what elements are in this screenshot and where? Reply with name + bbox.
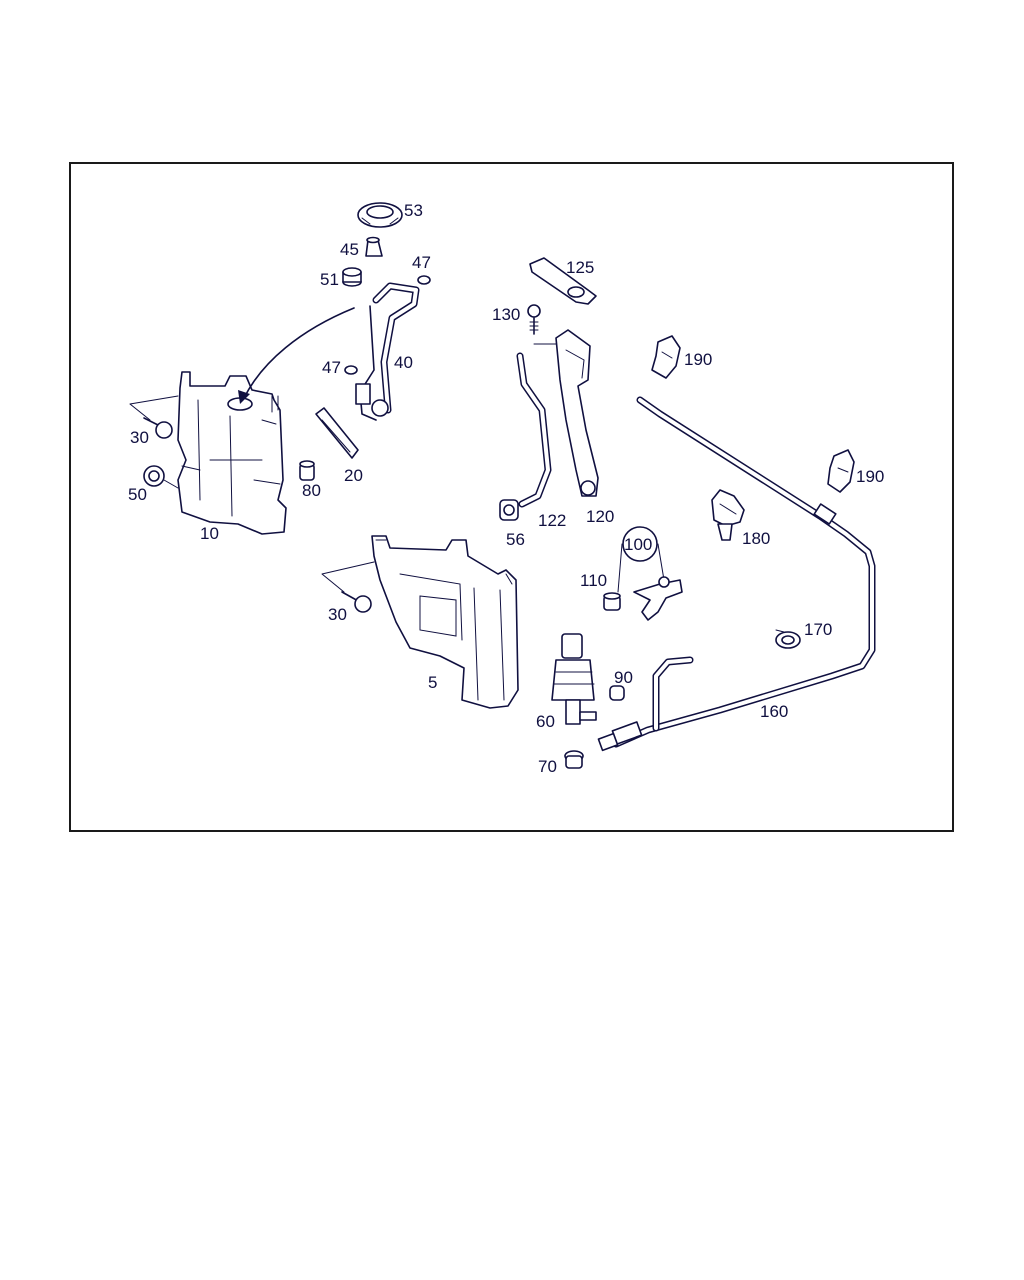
callout-90: 90 (614, 668, 633, 687)
callout-70: 70 (538, 757, 557, 776)
grommet-50[interactable] (143, 465, 179, 489)
hose-160[interactable] (597, 396, 876, 752)
lower-tank-5[interactable] (371, 535, 519, 709)
callout-45: 45 (340, 240, 359, 259)
callout-190-lower: 190 (856, 467, 884, 486)
filler-pipe-40[interactable] (355, 282, 420, 421)
oring-47-lower[interactable] (344, 365, 358, 375)
bracket-20[interactable] (315, 407, 359, 459)
callout-10: 10 (200, 524, 219, 543)
clip-180[interactable] (711, 489, 745, 541)
plug-80[interactable] (299, 460, 315, 481)
callout-30-lower: 30 (328, 605, 347, 624)
screw-30-upper[interactable] (129, 395, 179, 439)
callout-50: 50 (128, 485, 147, 504)
seal-45[interactable] (365, 236, 383, 257)
oring-47-upper[interactable] (417, 275, 431, 285)
callout-122: 122 (538, 511, 566, 530)
clip-190-lower[interactable] (827, 449, 855, 493)
callout-47-upper: 47 (412, 253, 431, 272)
nozzle-assembly[interactable] (633, 576, 683, 621)
callout-80: 80 (302, 481, 321, 500)
grommet-51[interactable] (342, 267, 362, 287)
reservoir-tank[interactable] (177, 371, 287, 535)
callout-170: 170 (804, 620, 832, 639)
valve-110[interactable] (603, 592, 621, 611)
callout-51: 51 (320, 270, 339, 289)
screw-30-lower[interactable] (321, 561, 375, 613)
neck-120[interactable] (555, 329, 599, 497)
filler-arrow (243, 307, 355, 399)
grommet-56[interactable] (499, 499, 519, 521)
callout-110: 110 (580, 571, 607, 590)
filler-cap-53[interactable] (357, 202, 403, 228)
hose-122[interactable] (516, 352, 552, 508)
callout-130: 130 (492, 305, 520, 324)
callout-190-upper: 190 (684, 350, 712, 369)
callout-56: 56 (506, 530, 525, 549)
callout-60: 60 (536, 712, 555, 731)
cover-125[interactable] (529, 257, 597, 305)
pump-60[interactable] (551, 633, 597, 725)
callout-125: 125 (566, 258, 594, 277)
group-100[interactable] (617, 526, 665, 593)
clip-190-upper[interactable] (651, 335, 681, 379)
clamp-170[interactable] (775, 629, 801, 649)
screw-130[interactable] (527, 304, 541, 335)
callout-30-upper: 30 (130, 428, 149, 447)
callout-100: 100 (624, 535, 652, 554)
callout-53: 53 (404, 201, 423, 220)
diagram-frame (69, 162, 954, 832)
callout-40: 40 (394, 353, 413, 372)
callout-180: 180 (742, 529, 770, 548)
grommet-70[interactable] (564, 750, 584, 769)
callout-47-lower: 47 (322, 358, 341, 377)
callout-160: 160 (760, 702, 788, 721)
callout-120: 120 (586, 507, 614, 526)
grommet-90[interactable] (609, 685, 625, 701)
filler-arrow-head (238, 390, 250, 404)
callout-5: 5 (428, 673, 437, 692)
callout-20: 20 (344, 466, 363, 485)
